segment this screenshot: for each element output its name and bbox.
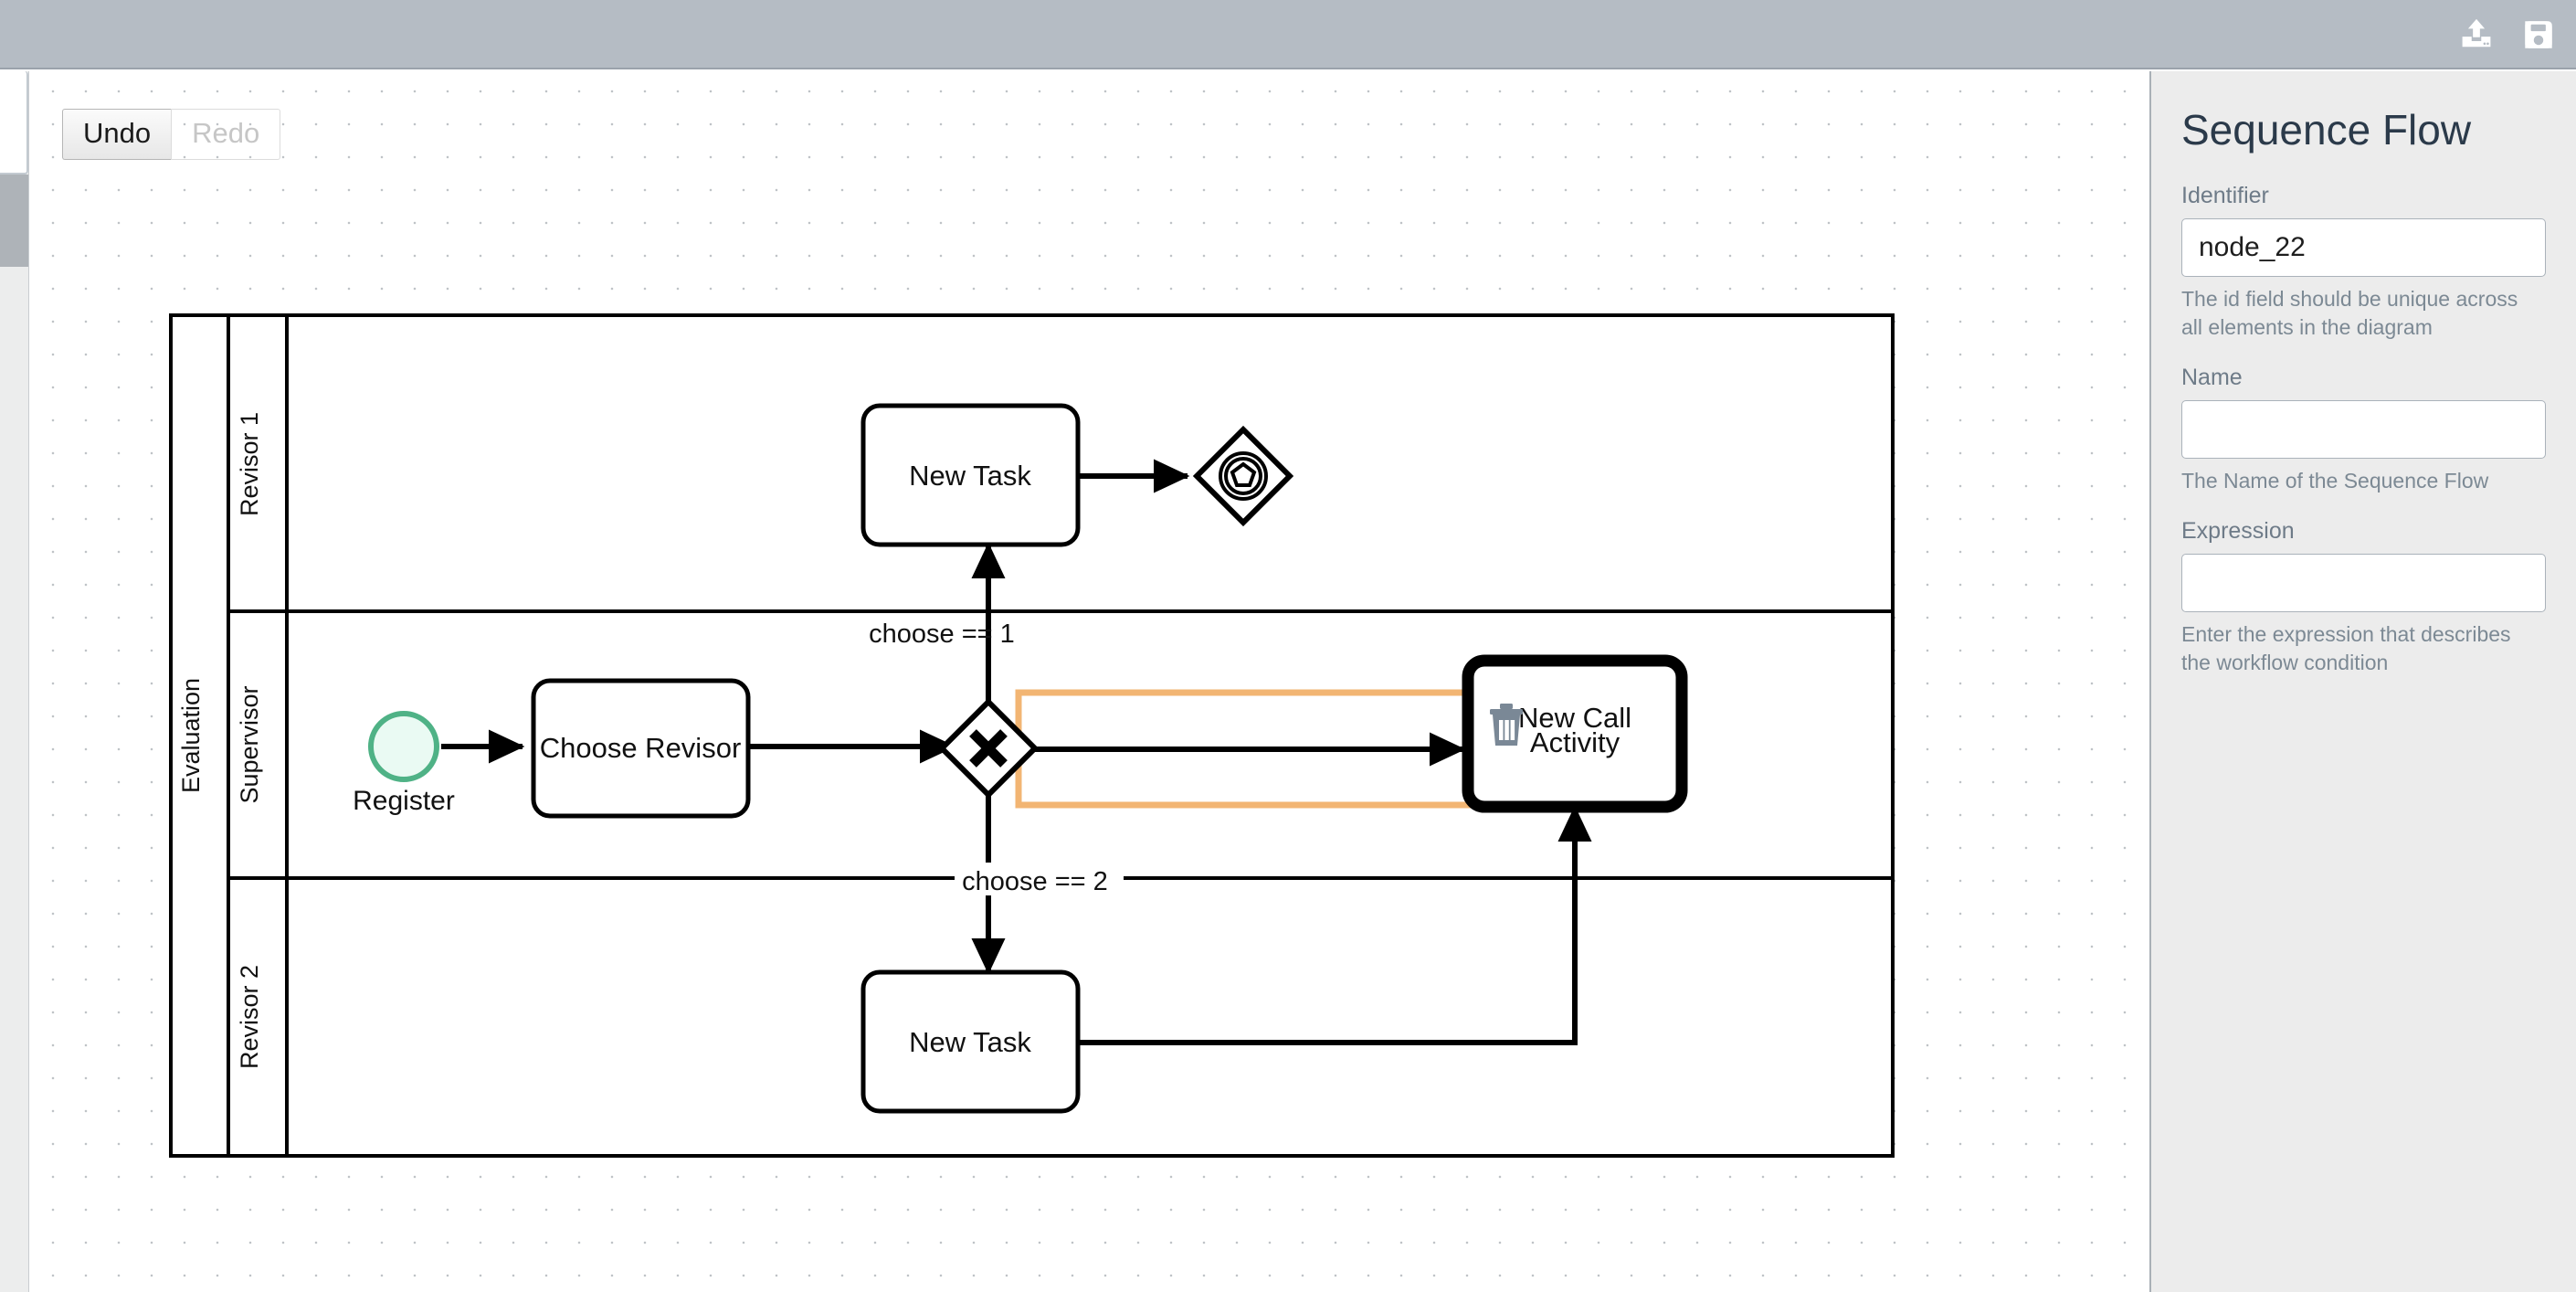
task-label: New Task — [909, 1026, 1031, 1058]
task-new-task-revisor-2[interactable]: New Task — [860, 969, 1081, 1114]
gateway-x-icon — [969, 729, 1008, 768]
start-event-circle[interactable] — [368, 711, 439, 782]
name-hint: The Name of the Sequence Flow — [2181, 469, 2489, 493]
exclusive-gateway[interactable] — [937, 697, 1040, 800]
save-icon[interactable] — [2518, 14, 2560, 56]
properties-panel: Sequence Flow Identifier The id field sh… — [2149, 71, 2576, 1292]
redo-button: Redo — [171, 109, 281, 161]
top-toolbar — [0, 0, 2576, 69]
gateway-inner-circle — [1224, 457, 1262, 495]
identifier-hint: The id field should be unique across all… — [2181, 287, 2518, 339]
start-event-register[interactable]: Register — [353, 711, 455, 816]
task-label: New Task — [909, 460, 1031, 492]
trash-icon[interactable] — [1490, 704, 1523, 746]
flow-label-choose-1: choose == 1 — [869, 620, 1015, 649]
sequence-flow-gateway-to-task1[interactable]: choose == 1 — [869, 542, 1015, 711]
task-box[interactable] — [531, 678, 751, 819]
task-box[interactable] — [860, 403, 1081, 547]
lane-label-revisor-1: Revisor 1 — [236, 412, 263, 516]
task-label: Choose Revisor — [540, 732, 742, 764]
expression-input[interactable] — [2181, 554, 2546, 613]
call-activity-label-line1: New Call — [1518, 702, 1631, 734]
lane-label-revisor-2: Revisor 2 — [236, 965, 263, 1069]
identifier-label: Identifier — [2181, 183, 2269, 209]
panel-title: Sequence Flow — [2181, 106, 2472, 154]
expression-hint: Enter the expression that describes the … — [2181, 622, 2511, 674]
flow-line[interactable] — [1077, 805, 1592, 1045]
palette-rail-track[interactable] — [0, 267, 28, 1292]
task-new-task-revisor-1[interactable]: New Task — [860, 403, 1081, 547]
gateway-outer-circle — [1219, 451, 1268, 501]
lane-label-supervisor: Supervisor — [236, 685, 263, 803]
identifier-input[interactable] — [2181, 218, 2546, 278]
name-label: Name — [2181, 365, 2243, 391]
event-based-gateway[interactable] — [1192, 425, 1294, 527]
call-activity-box[interactable] — [1462, 654, 1688, 813]
palette-rail-top — [0, 71, 28, 175]
name-field-group: Name The Name of the Sequence Flow — [2181, 365, 2546, 494]
expression-label: Expression — [2181, 518, 2295, 545]
upload-icon[interactable] — [2455, 14, 2497, 56]
sequence-flow-gateway-to-task2[interactable]: choose == 2 — [955, 784, 1124, 975]
expression-field-group: Expression Enter the expression that des… — [2181, 518, 2546, 676]
toolbar-actions — [2455, 0, 2560, 69]
undo-button[interactable]: Undo — [62, 109, 172, 161]
gateway-pentagon-icon — [1230, 461, 1257, 487]
pool-label: Evaluation — [177, 678, 205, 793]
name-input[interactable] — [2181, 400, 2546, 460]
gateway-diamond[interactable] — [1192, 425, 1294, 527]
call-activity-label-line2: Activity — [1530, 726, 1621, 758]
bpmn-diagram[interactable]: Evaluation Revisor 1 Supervisor Revisor … — [29, 71, 2148, 1292]
start-event-label: Register — [353, 786, 455, 816]
history-toolbar: Undo Redo — [62, 109, 281, 161]
task-choose-revisor[interactable]: Choose Revisor — [531, 678, 751, 819]
palette-scrollbar-thumb[interactable] — [0, 175, 28, 267]
diagram-canvas[interactable]: Undo Redo Evaluation Revisor 1 — [29, 71, 2148, 1292]
call-activity-new-call-activity[interactable]: New Call Activity — [1462, 654, 1688, 813]
sequence-flow-task2-to-callactivity[interactable] — [1077, 805, 1592, 1045]
flow-label-backdrop — [955, 863, 1124, 895]
identifier-field-group: Identifier The id field should be unique… — [2181, 183, 2546, 341]
flow-label-choose-2: choose == 2 — [962, 867, 1108, 896]
palette-scroll-rail[interactable] — [0, 71, 29, 1292]
task-box[interactable] — [860, 969, 1081, 1114]
